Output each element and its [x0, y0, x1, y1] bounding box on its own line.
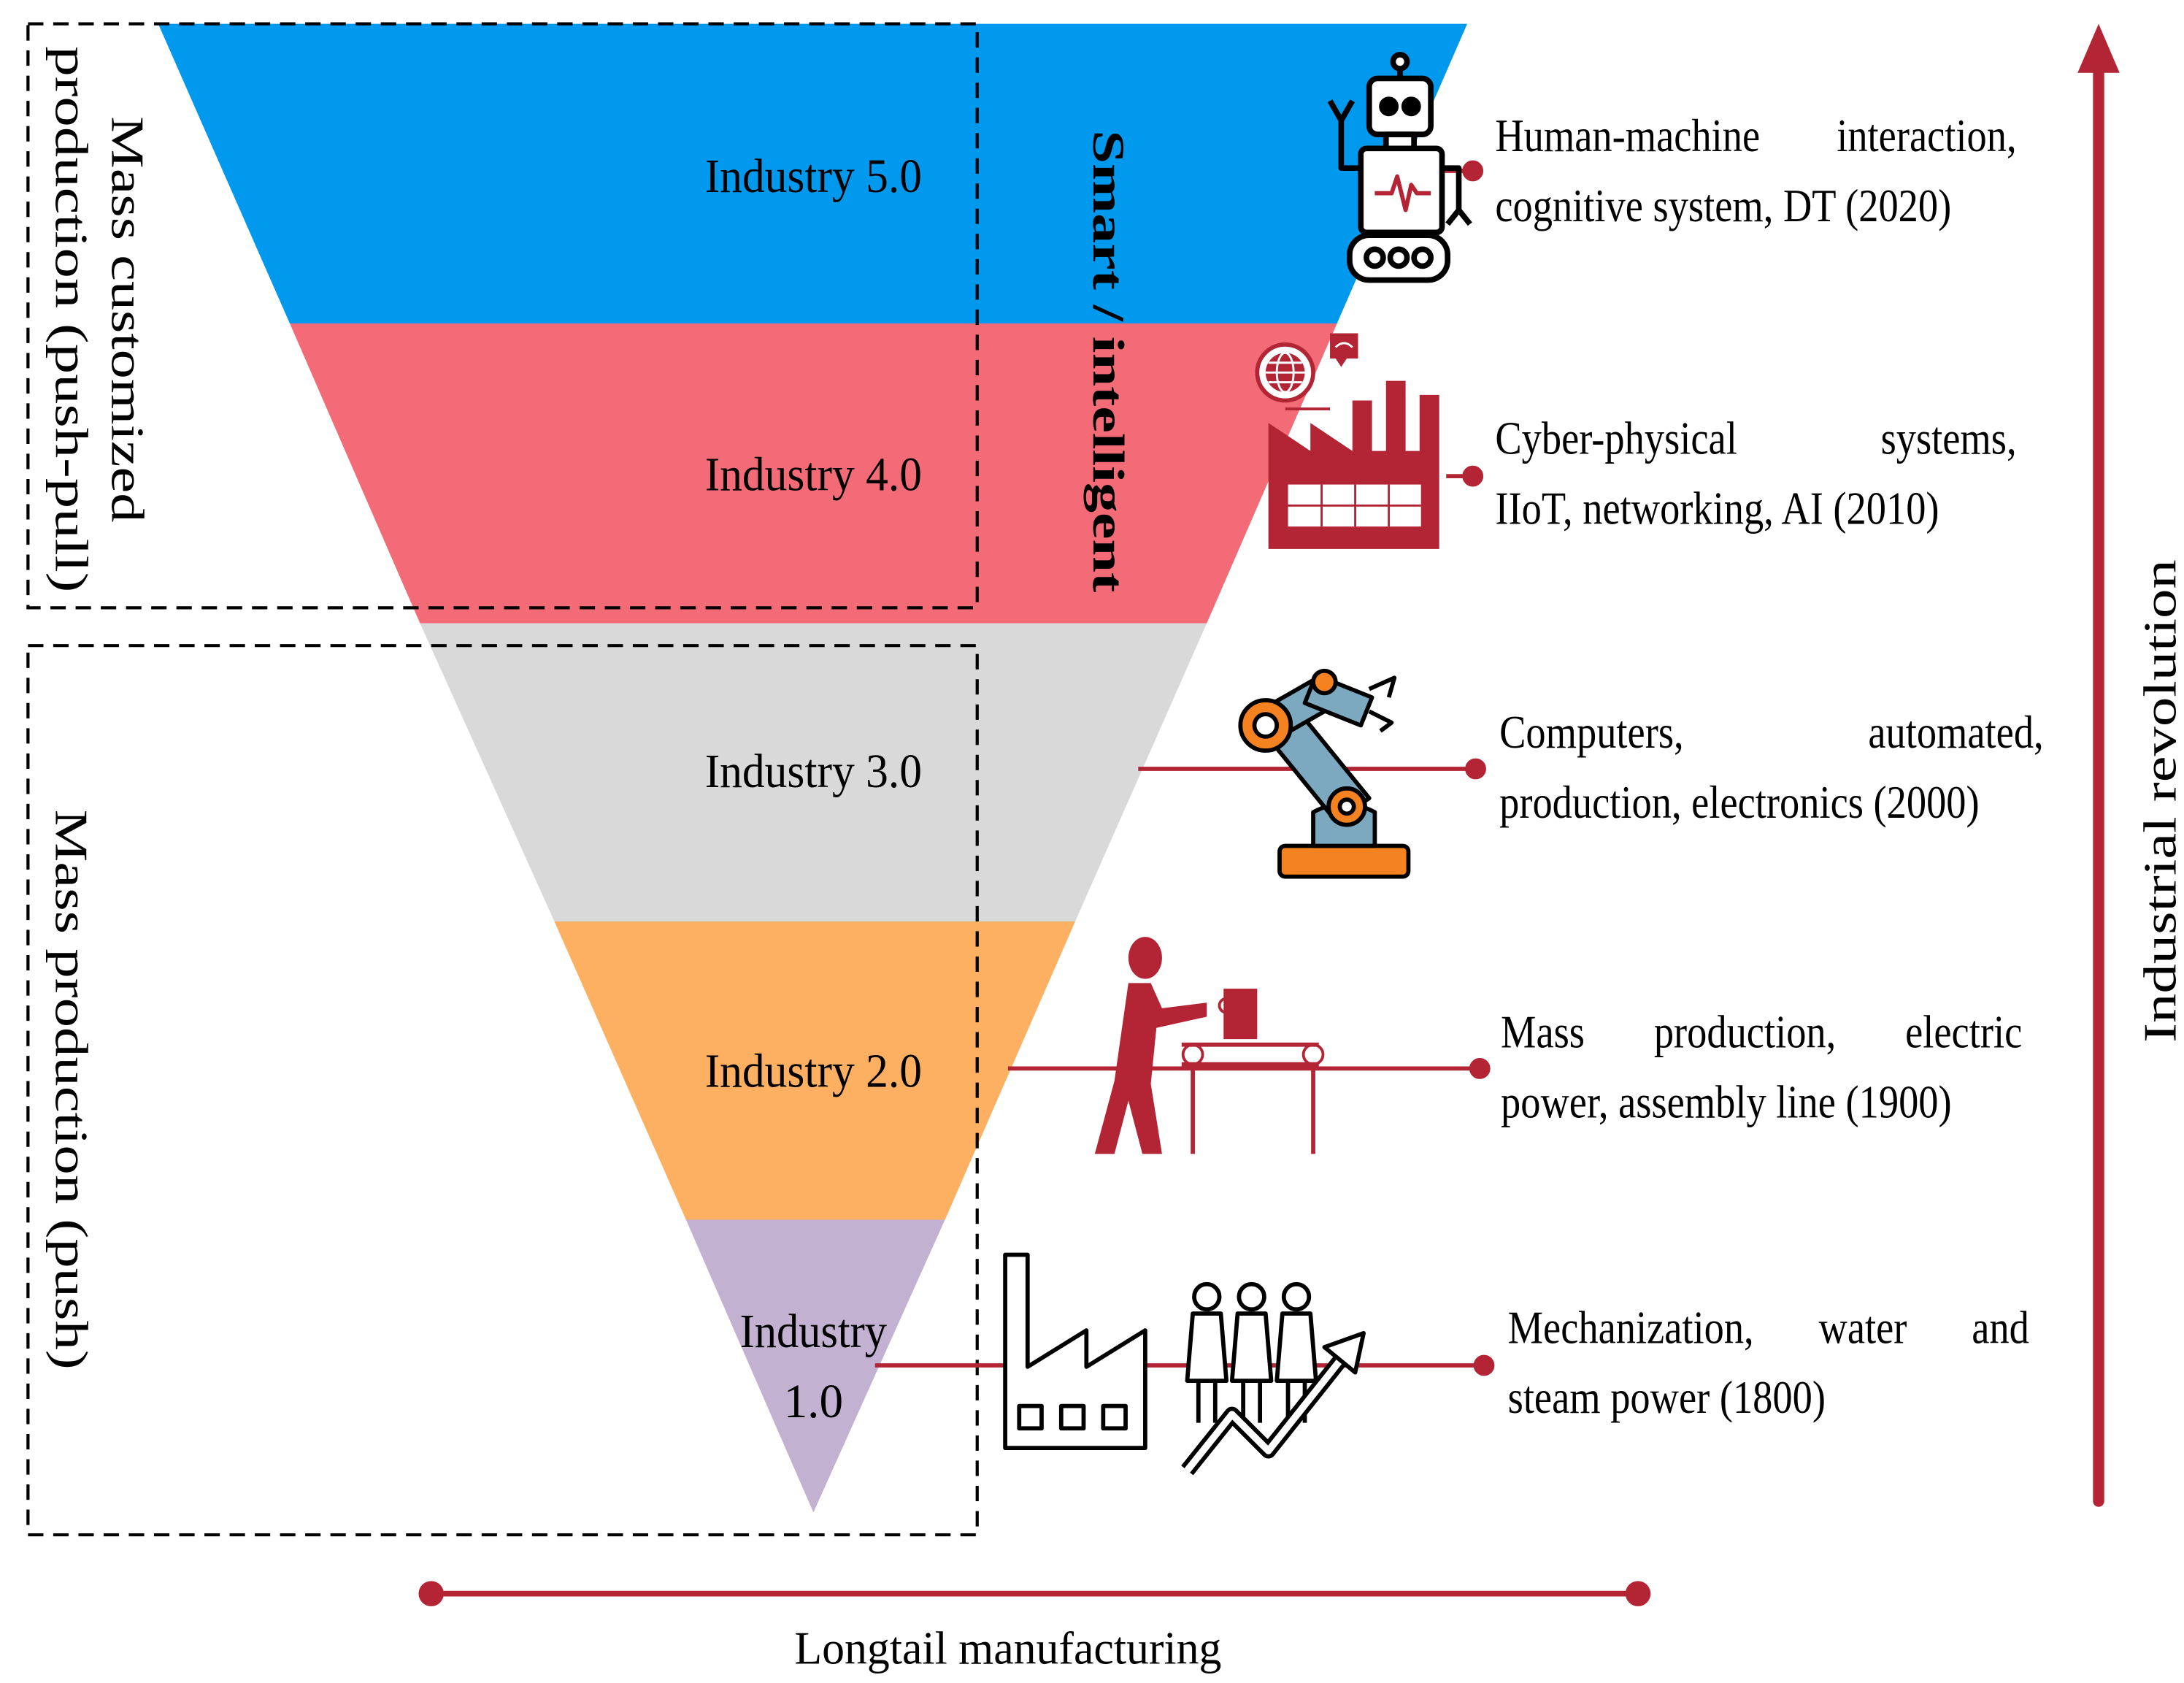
mass-customized-label-line1: Mass customized	[101, 116, 153, 522]
box-mass-production	[26, 644, 979, 1537]
description-2-line1: Mass production, electric	[1501, 1008, 2023, 1059]
band-industry-5	[158, 23, 1468, 324]
robot-icon	[1327, 51, 1472, 283]
industrial-revolution-arrow	[2077, 23, 2120, 1507]
longtail-label: Longtail manufacturing	[794, 1623, 1221, 1674]
description-4-line1: Cyber-physical systems,	[1495, 414, 2017, 465]
robotic-arm-icon	[1238, 668, 1411, 879]
connector-3-dot	[1465, 758, 1486, 780]
connector-1-dot	[1473, 1354, 1495, 1376]
band-industry-2	[554, 921, 1075, 1220]
smart-factory-icon	[1255, 333, 1439, 549]
assembly-line-worker-icon	[1094, 937, 1325, 1154]
band-industry-3	[420, 623, 1207, 922]
description-industry-2: Mass production, electric power, assembl…	[1501, 998, 2022, 1138]
description-4-line2: IIoT, networking, AI (2010)	[1495, 484, 1939, 535]
description-3-line2: production, electronics (2000)	[1499, 778, 1980, 829]
box-mass-customized	[26, 22, 979, 610]
connector-5-dot	[1462, 160, 1484, 182]
smart-intelligent-label: Smart / intelligent	[1083, 130, 1133, 593]
label-industry-1-line1: Industry	[740, 1306, 888, 1358]
connector-4-dot	[1462, 465, 1484, 487]
description-industry-5: Human-machine interaction, cognitive sys…	[1495, 102, 2016, 242]
longtail-axis	[418, 1581, 1651, 1606]
description-1-line1: Mechanization, water and	[1507, 1303, 2029, 1354]
band-industry-4	[290, 323, 1337, 624]
label-industry-5: Industry 5.0	[705, 150, 922, 203]
label-industry-2: Industry 2.0	[705, 1045, 922, 1097]
description-5-line2: cognitive system, DT (2020)	[1495, 182, 1952, 233]
description-industry-4: Cyber-physical systems, IIoT, networking…	[1495, 405, 2016, 545]
mass-production-label: Mass production (push)	[46, 810, 97, 1370]
band-industry-1	[685, 1219, 945, 1513]
label-industry-3: Industry 3.0	[705, 745, 922, 798]
mass-customized-label-line2: production (push-pull)	[46, 46, 97, 592]
description-1-line2: steam power (1800)	[1507, 1373, 1826, 1425]
description-3-line1: Computers, automated,	[1499, 708, 2044, 759]
industrial-revolution-label: Industrial revolution	[2134, 559, 2184, 1043]
description-2-line2: power, assembly line (1900)	[1501, 1078, 1952, 1129]
connector-2-dot	[1469, 1058, 1491, 1079]
description-industry-1: Mechanization, water and steam power (18…	[1508, 1294, 2029, 1434]
description-industry-3: Computers, automated, production, electr…	[1499, 699, 2044, 839]
description-5-line1: Human-machine interaction,	[1495, 112, 2017, 163]
label-industry-1-line2: 1.0	[784, 1376, 844, 1428]
factory-and-workers-icon	[1003, 1252, 1366, 1476]
label-industry-4: Industry 4.0	[705, 448, 922, 501]
